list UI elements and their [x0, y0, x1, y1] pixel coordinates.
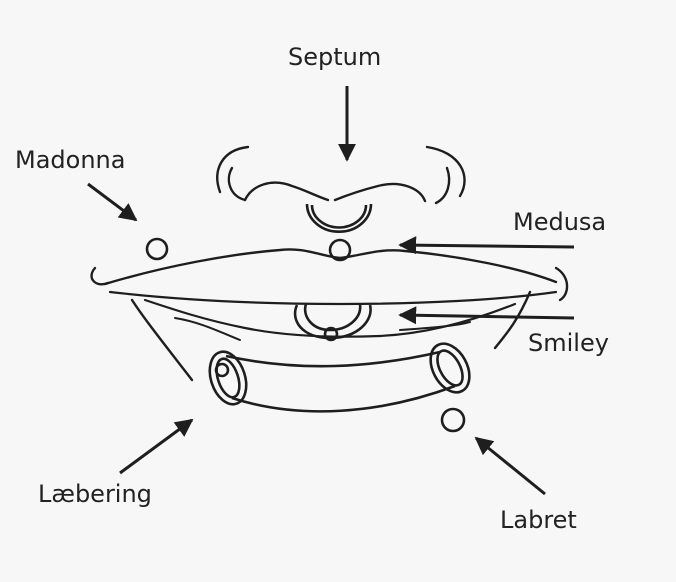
labret-arrow: [474, 436, 546, 496]
smiley-arrow: [398, 306, 575, 325]
upper-lip-drawing: [90, 248, 569, 306]
label-laebering: Læbering: [38, 480, 152, 508]
label-labret: Labret: [500, 506, 577, 534]
laebering-arrow: [119, 418, 194, 475]
septum-ring: [305, 203, 373, 234]
label-medusa: Medusa: [513, 208, 606, 236]
labret-stud: [440, 407, 466, 433]
laebering-ring: [208, 342, 471, 413]
septum-ring-inner: [310, 204, 368, 229]
medusa-arrow: [398, 236, 575, 255]
medusa-stud: [328, 238, 352, 262]
label-septum: Septum: [288, 43, 381, 71]
smiley-ring: [293, 303, 372, 342]
nose-drawing: [216, 145, 466, 205]
madonna-arrow: [87, 182, 138, 222]
madonna-stud: [145, 237, 169, 261]
label-smiley: Smiley: [528, 329, 609, 357]
label-madonna: Madonna: [15, 146, 125, 174]
